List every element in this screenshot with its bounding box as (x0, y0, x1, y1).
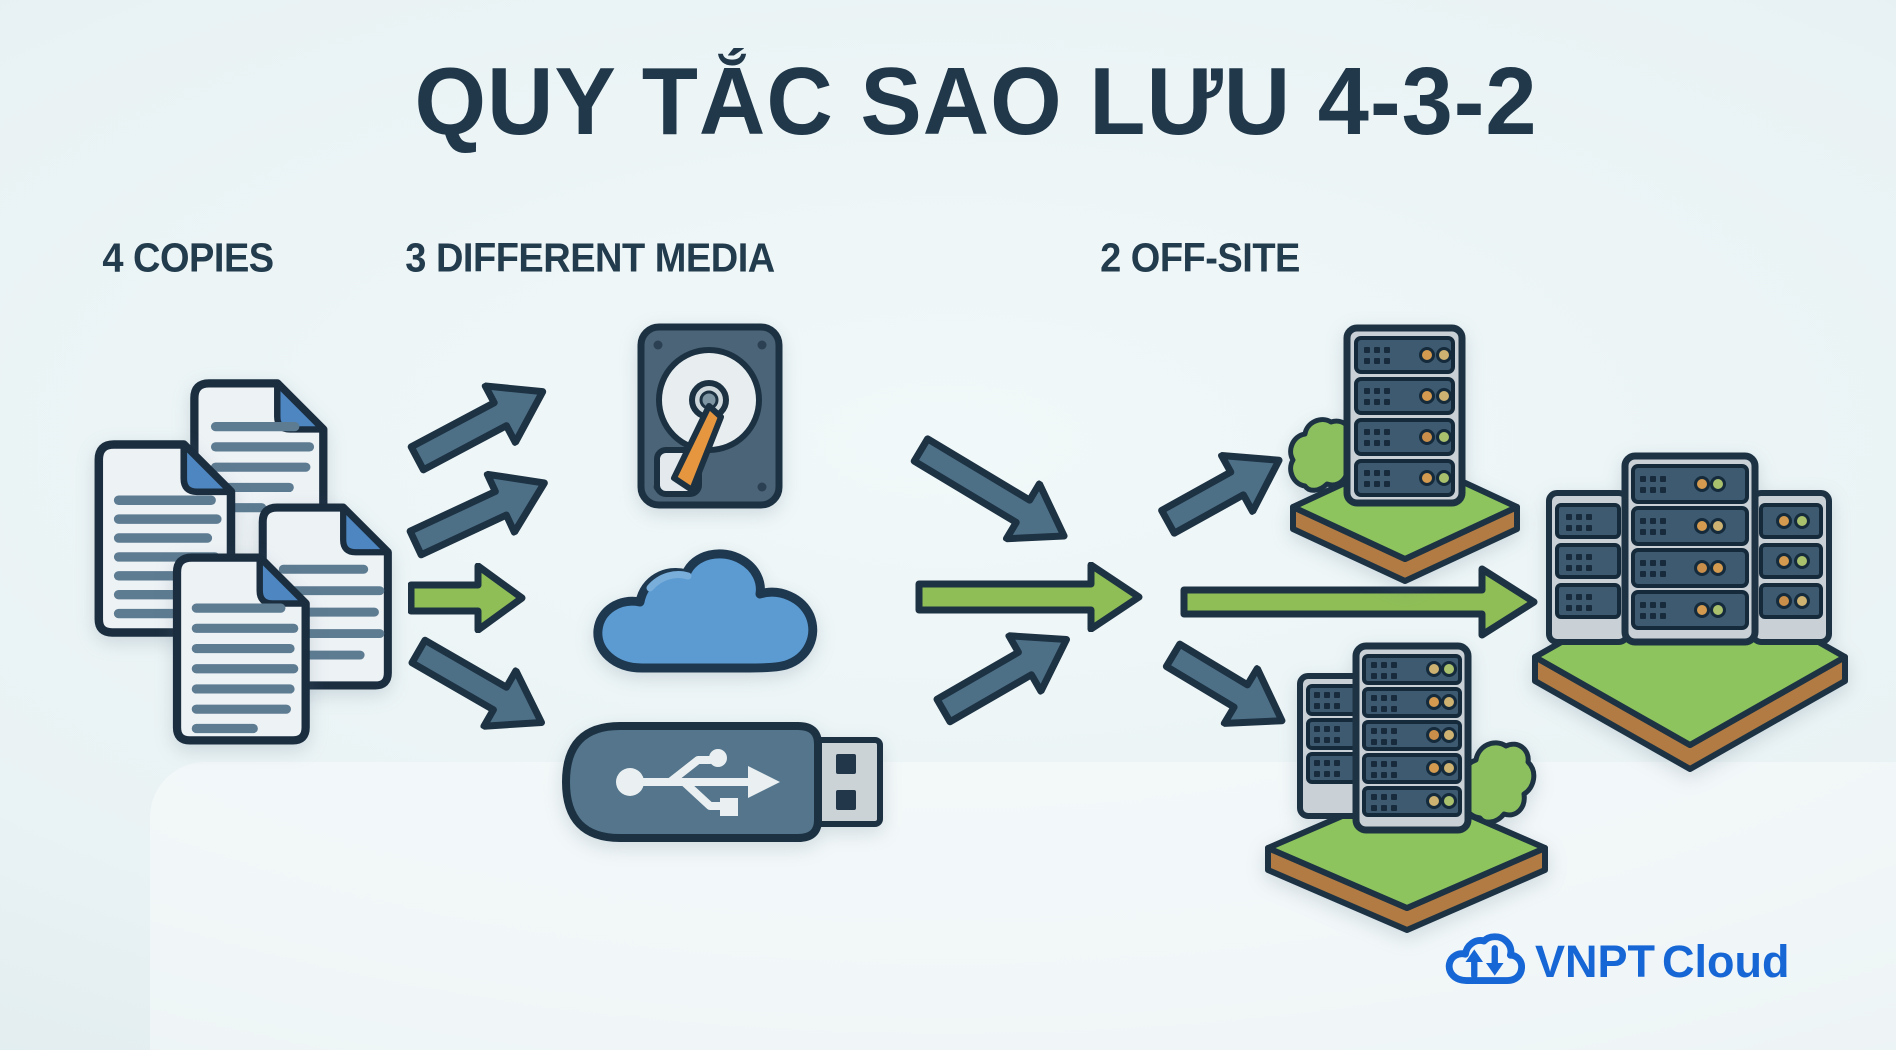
usb-trident-arrowhead (748, 766, 780, 798)
page-title: QUY TẮC SAO LƯU 4-3-2 (414, 48, 1538, 156)
cloud-storage-icon (593, 549, 818, 673)
server-units-front (1362, 654, 1462, 817)
offsite-server-2-icon (1265, 642, 1548, 933)
datacenter-cluster-icon (1532, 452, 1848, 772)
hdd-actuator-arm (671, 403, 724, 493)
arrow-docs-to-media (406, 470, 548, 559)
hdd-screw (757, 340, 767, 350)
usb-connector-hole (836, 790, 856, 810)
usb-trident-circle (616, 768, 644, 796)
document-text-lines (191, 603, 299, 734)
arrow-to-datacenter (1180, 565, 1538, 639)
header-2-off-site: 2 OFF-SITE (1100, 236, 1300, 282)
arrow-docs-to-hdd (407, 382, 547, 474)
document-stack-icon (85, 370, 400, 765)
server-units-right (1759, 503, 1823, 619)
logo-brand: VNPT (1535, 936, 1656, 987)
offsite-server-icon (1288, 324, 1520, 584)
server-units-left (1555, 503, 1621, 619)
arrow-docs-to-cloud (408, 563, 526, 633)
arrow-usb-to-offsite (933, 632, 1070, 726)
bush-icon (1459, 740, 1537, 825)
logo-product: Cloud (1662, 936, 1790, 987)
usb-connector-hole (836, 754, 856, 774)
arrow-to-server-2 (1162, 640, 1286, 727)
background-soft-panel (150, 762, 1896, 1050)
document-icon (172, 553, 310, 745)
server-units-center (1631, 464, 1749, 630)
cloud-highlight (646, 571, 692, 592)
header-4-copies: 4 COPIES (102, 236, 274, 282)
server-units (1354, 336, 1455, 497)
arrow-to-server-1 (1158, 451, 1283, 537)
arrow-cloud-to-offsite (915, 562, 1143, 632)
arrow-docs-to-usb (408, 636, 545, 730)
usb-trident-symbol (626, 756, 758, 810)
server-units-back (1306, 684, 1358, 784)
usb-drive-icon (562, 722, 883, 842)
usb-trident-dot (709, 749, 727, 767)
document-fold (256, 554, 309, 607)
vnpt-cloud-logo-icon (1445, 933, 1525, 984)
usb-trident-square (720, 798, 738, 816)
document-fold (340, 504, 391, 556)
hdd-screw (653, 340, 663, 350)
usb-connector (813, 737, 883, 827)
hard-drive-icon (637, 323, 783, 509)
hdd-screw (757, 482, 767, 492)
arrow-hdd-to-offsite (910, 435, 1068, 543)
document-fold (180, 441, 235, 496)
header-3-different-media: 3 DIFFERENT MEDIA (405, 236, 775, 282)
